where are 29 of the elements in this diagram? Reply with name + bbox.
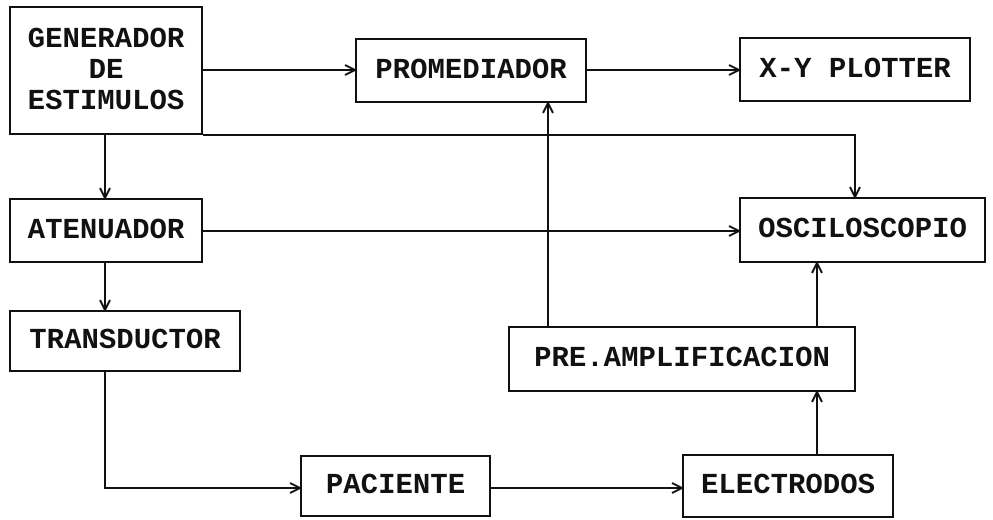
arrow: [203, 225, 740, 237]
process-box: [9, 310, 241, 372]
process-box: [9, 6, 203, 135]
box-label: OSCILOSCOPIO: [758, 214, 967, 246]
arrow: [491, 482, 683, 494]
process-box: [739, 37, 971, 102]
process-box: [300, 455, 491, 517]
arrow: [104, 372, 301, 494]
box-label: ELECTRODOS: [700, 470, 876, 502]
box-label: ATENUADOR: [28, 214, 184, 246]
process-box: [508, 326, 856, 392]
arrow: [99, 135, 111, 199]
box-label: GENERADOR DE ESTIMULOS: [26, 24, 186, 118]
process-box: [739, 197, 986, 263]
box-label: X-Y PLOTTER: [759, 54, 951, 86]
arrow: [203, 64, 356, 76]
arrow: [203, 134, 861, 198]
process-box: [682, 454, 894, 518]
box-label: PROMEDIADOR: [375, 54, 567, 86]
arrow: [99, 263, 111, 311]
box-label: PACIENTE: [326, 470, 466, 502]
arrow: [542, 102, 554, 326]
box-label: TRANSDUCTOR: [29, 325, 221, 357]
process-box: [355, 38, 587, 103]
process-box: [9, 198, 203, 263]
arrow: [811, 391, 823, 454]
arrow: [587, 64, 740, 76]
arrow: [811, 262, 823, 326]
box-label: PRE.AMPLIFICACION: [534, 343, 830, 375]
